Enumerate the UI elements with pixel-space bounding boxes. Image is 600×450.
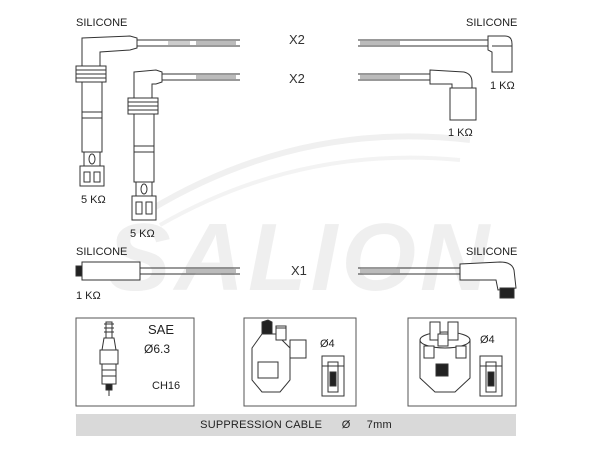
cable-left-3 <box>75 261 240 281</box>
cable-left-2 <box>127 69 240 221</box>
suppression-cable-footer: SUPPRESSION CABLE Ø 7mm <box>76 414 516 436</box>
silicone-label-top-left: SILICONE <box>76 17 128 29</box>
footer-diameter-symbol: Ø <box>341 419 351 431</box>
spark-plug-standard: SAE <box>148 322 175 337</box>
spark-plug-box <box>75 317 195 407</box>
resistance-label-1k-right-mid: 1 KΩ <box>448 127 473 139</box>
distributor-a-diameter: Ø4 <box>320 338 335 350</box>
quantity-row-3: X1 <box>291 263 307 278</box>
quantity-row-2: X2 <box>289 71 305 86</box>
silicone-label-mid-right: SILICONE <box>466 246 518 258</box>
footer-value: 7mm <box>366 419 392 431</box>
resistance-label-5k-a: 5 KΩ <box>81 194 106 206</box>
spark-plug-code: CH16 <box>152 380 181 392</box>
quantity-row-1: X2 <box>289 32 305 47</box>
spark-plug-diameter: Ø6.3 <box>144 342 171 356</box>
distributor-b-diameter: Ø4 <box>480 334 495 346</box>
silicone-label-mid-left: SILICONE <box>76 246 128 258</box>
cable-left-1 <box>75 35 240 187</box>
svg-text:SALION: SALION <box>107 204 494 311</box>
footer-label: SUPPRESSION CABLE <box>200 419 323 431</box>
cable-right-3 <box>358 261 517 299</box>
distributor-box-a <box>243 317 357 407</box>
resistance-label-5k-b: 5 KΩ <box>130 228 155 240</box>
resistance-label-1k-right-top: 1 KΩ <box>490 80 515 92</box>
distributor-box-b <box>407 317 517 407</box>
cable-right-2 <box>358 69 477 121</box>
cable-right-1 <box>358 35 513 73</box>
silicone-label-top-right: SILICONE <box>466 17 518 29</box>
watermark-logo: SALION <box>107 133 494 311</box>
resistance-label-1k-left-bottom: 1 KΩ <box>76 290 101 302</box>
